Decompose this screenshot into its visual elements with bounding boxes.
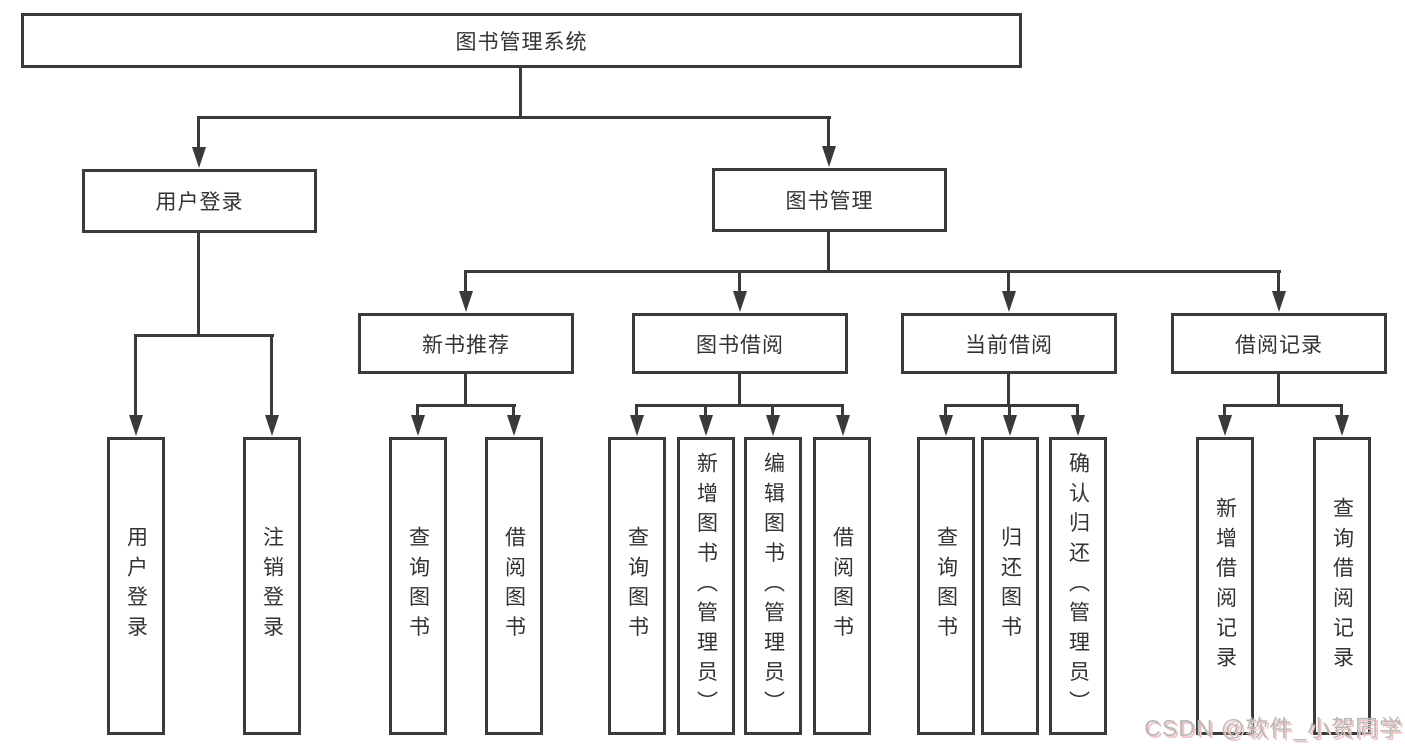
connector-line bbox=[1007, 374, 1010, 407]
connector-line bbox=[1277, 270, 1280, 294]
connector-line bbox=[134, 334, 137, 418]
node-borrow-books-borrowing: 借阅图书 bbox=[813, 437, 871, 735]
node-label: 编辑图书（管理员） bbox=[761, 451, 785, 721]
node-user-logout: 注销登录 bbox=[243, 437, 301, 735]
arrowhead bbox=[1071, 415, 1085, 436]
arrowhead bbox=[733, 291, 747, 312]
node-label: 借阅图书 bbox=[830, 526, 854, 646]
arrowhead bbox=[1003, 415, 1017, 436]
connector-line bbox=[841, 404, 844, 418]
arrowhead bbox=[1002, 291, 1016, 312]
connector-line bbox=[944, 404, 1079, 407]
connector-line bbox=[771, 404, 774, 418]
node-label: 用户登录 bbox=[124, 526, 148, 646]
csdn-watermark: CSDN @软件_小贺同学 bbox=[1144, 715, 1403, 741]
connector-line bbox=[704, 404, 707, 418]
arrowhead bbox=[459, 291, 473, 312]
connector-line bbox=[416, 404, 419, 418]
node-new-book-recommend: 新书推荐 bbox=[358, 313, 574, 374]
node-edit-books-admin: 编辑图书（管理员） bbox=[744, 437, 802, 735]
arrowhead bbox=[192, 147, 206, 168]
node-query-books-borrowing: 查询图书 bbox=[608, 437, 666, 735]
connector-line bbox=[1223, 404, 1343, 407]
connector-line bbox=[464, 270, 1281, 273]
node-add-books-admin: 新增图书（管理员） bbox=[677, 437, 735, 735]
node-label: 查询图书 bbox=[406, 526, 430, 646]
connector-line bbox=[512, 404, 515, 418]
connector-line bbox=[1277, 374, 1280, 407]
node-book-borrowing: 图书借阅 bbox=[632, 313, 848, 374]
node-query-books-recommend: 查询图书 bbox=[389, 437, 447, 735]
node-library-system: 图书管理系统 bbox=[21, 13, 1022, 68]
node-label: 图书管理系统 bbox=[455, 30, 588, 54]
node-query-books-current: 查询图书 bbox=[917, 437, 975, 735]
arrowhead bbox=[699, 415, 713, 436]
node-borrowing-records: 借阅记录 bbox=[1171, 313, 1387, 374]
connector-line bbox=[197, 116, 200, 150]
node-label: 查询图书 bbox=[625, 526, 649, 646]
node-label: 注销登录 bbox=[260, 526, 284, 646]
arrowhead bbox=[822, 146, 836, 167]
node-user-login: 用户登录 bbox=[107, 437, 165, 735]
connector-line bbox=[738, 270, 741, 294]
node-borrow-books-recommend: 借阅图书 bbox=[485, 437, 543, 735]
connector-line bbox=[464, 374, 467, 407]
node-label: 确认归还（管理员） bbox=[1066, 451, 1090, 721]
connector-line bbox=[270, 334, 273, 418]
connector-line bbox=[197, 116, 831, 119]
connector-line bbox=[635, 404, 638, 418]
connector-line bbox=[1340, 404, 1343, 418]
connector-line bbox=[197, 233, 200, 337]
node-label: 借阅图书 bbox=[502, 526, 526, 646]
node-label: 图书借阅 bbox=[696, 333, 784, 357]
node-add-borrow-record: 新增借阅记录 bbox=[1196, 437, 1254, 735]
connector-line bbox=[944, 404, 947, 418]
connector-line bbox=[416, 404, 516, 407]
node-label: 图书管理 bbox=[785, 190, 874, 213]
node-user-login-group: 用户登录 bbox=[82, 169, 317, 233]
connector-line bbox=[464, 270, 467, 294]
node-label: 借阅记录 bbox=[1235, 333, 1323, 357]
arrowhead bbox=[1218, 415, 1232, 436]
node-label: 新书推荐 bbox=[422, 333, 510, 357]
connector-line bbox=[519, 68, 522, 119]
connector-line bbox=[1076, 404, 1079, 418]
node-book-management: 图书管理 bbox=[712, 168, 947, 232]
node-label: 用户登录 bbox=[155, 191, 244, 214]
node-label: 查询图书 bbox=[934, 526, 958, 646]
arrowhead bbox=[129, 415, 143, 436]
arrowhead bbox=[265, 415, 279, 436]
arrowhead bbox=[836, 415, 850, 436]
arrowhead bbox=[1272, 291, 1286, 312]
connector-line bbox=[1223, 404, 1226, 418]
arrowhead bbox=[766, 415, 780, 436]
node-query-borrow-record: 查询借阅记录 bbox=[1313, 437, 1371, 735]
arrowhead bbox=[411, 415, 425, 436]
node-label: 查询借阅记录 bbox=[1330, 496, 1354, 676]
node-return-books: 归还图书 bbox=[981, 437, 1039, 735]
connector-line bbox=[635, 404, 844, 407]
node-label: 新增借阅记录 bbox=[1213, 496, 1237, 676]
connector-line bbox=[827, 232, 830, 273]
connector-line bbox=[1008, 404, 1011, 418]
connector-line bbox=[1007, 270, 1010, 294]
connector-line bbox=[134, 334, 274, 337]
arrowhead bbox=[1335, 415, 1349, 436]
node-label: 新增图书（管理员） bbox=[694, 451, 718, 721]
node-label: 当前借阅 bbox=[965, 333, 1053, 357]
node-label: 归还图书 bbox=[998, 526, 1022, 646]
node-current-borrowing: 当前借阅 bbox=[901, 313, 1117, 374]
arrowhead bbox=[507, 415, 521, 436]
arrowhead bbox=[630, 415, 644, 436]
arrowhead bbox=[939, 415, 953, 436]
connector-line bbox=[827, 116, 830, 150]
node-confirm-return-admin: 确认归还（管理员） bbox=[1049, 437, 1107, 735]
connector-line bbox=[738, 374, 741, 407]
